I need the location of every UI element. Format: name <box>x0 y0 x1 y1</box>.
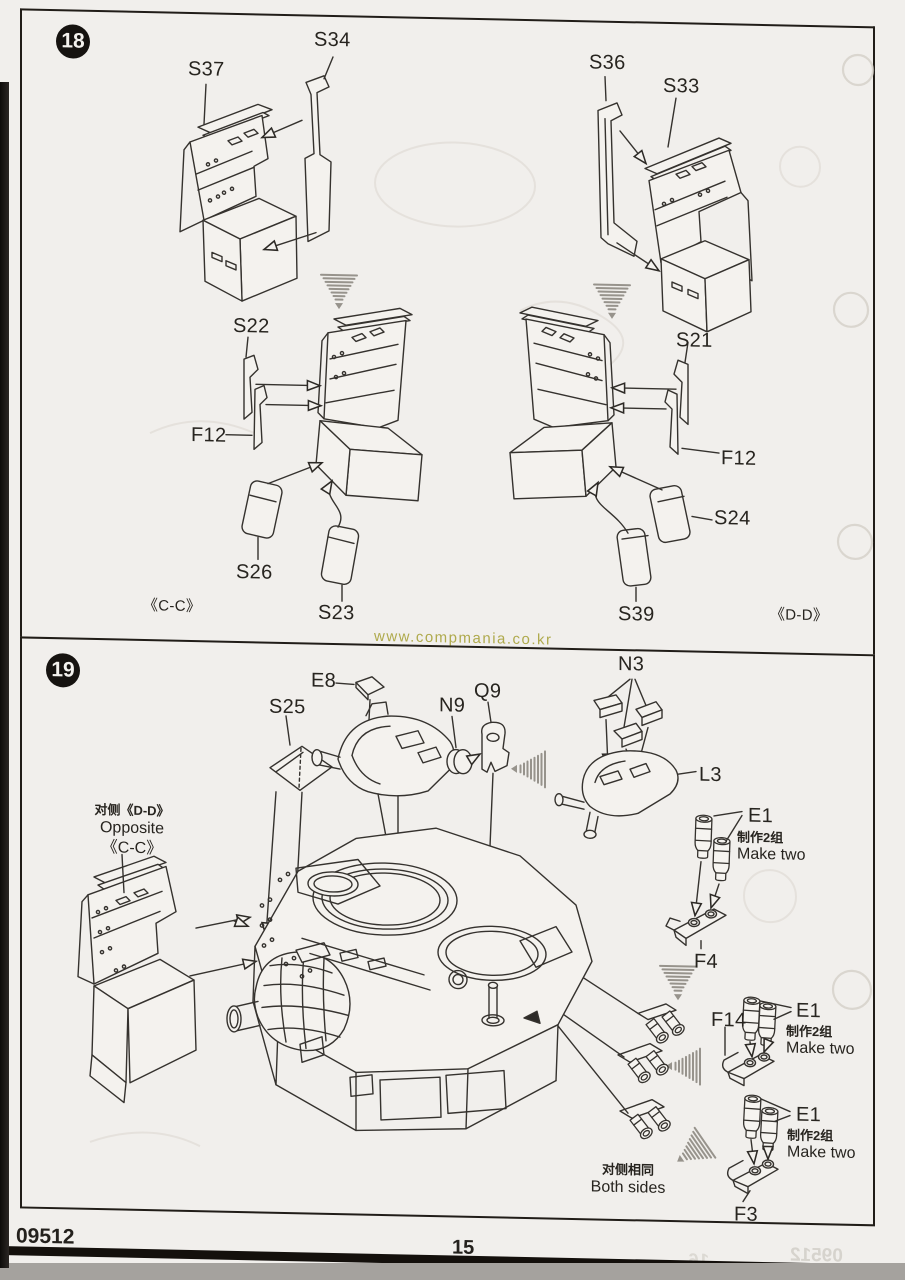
label-s22: S22 <box>233 314 270 338</box>
make-two-note-3: 制作2组 Make two <box>787 1124 855 1162</box>
label-s37: S37 <box>188 57 225 81</box>
make-two-zh: 制作2组 <box>787 1127 834 1144</box>
make-two-en: Make two <box>786 1039 855 1058</box>
scanner-bottom-gap <box>0 1263 905 1280</box>
make-two-zh: 制作2组 <box>786 1023 833 1040</box>
step-19-panel-frame <box>20 636 875 1227</box>
label-f12-right: F12 <box>721 447 757 470</box>
label-q9: Q9 <box>474 679 502 703</box>
make-two-en: Make two <box>787 1143 856 1162</box>
make-two-en: Make two <box>737 845 806 864</box>
label-s24: S24 <box>714 506 751 530</box>
page-number: 15 <box>452 1236 475 1259</box>
label-e1-1: E1 <box>748 804 774 828</box>
step-18-panel-frame <box>20 8 875 655</box>
label-f14: F14 <box>711 1008 747 1032</box>
label-s33: S33 <box>663 74 700 98</box>
label-n9: N9 <box>439 694 466 717</box>
opposite-note: 对侧《D-D》 Opposite 《C-C》 <box>84 802 180 860</box>
label-f12-left: F12 <box>191 424 227 447</box>
label-l3: L3 <box>699 763 722 787</box>
label-f4: F4 <box>694 950 718 974</box>
label-f3: F3 <box>734 1203 758 1226</box>
label-e1-2: E1 <box>796 999 822 1023</box>
both-sides-note: 对侧相同 Both sides <box>578 1161 678 1199</box>
label-e1-3: E1 <box>796 1103 822 1127</box>
opposite-note-line3: 《C-C》 <box>101 839 163 858</box>
step-19-number: 19 <box>46 652 80 688</box>
label-n3: N3 <box>618 652 645 676</box>
kit-number: 09512 <box>16 1224 75 1249</box>
step-18-number: 18 <box>56 24 90 59</box>
section-label-cc: 《C-C》 <box>143 596 202 616</box>
label-s23: S23 <box>318 601 355 625</box>
opposite-note-line2: Opposite <box>99 819 165 838</box>
label-s25: S25 <box>269 695 306 719</box>
opposite-note-line1: 对侧《D-D》 <box>94 801 170 819</box>
make-two-note-1: 制作2组 Make two <box>737 826 805 864</box>
label-s39: S39 <box>618 602 655 626</box>
make-two-zh: 制作2组 <box>737 829 784 846</box>
label-s21: S21 <box>676 329 713 352</box>
section-label-dd: 《D-D》 <box>770 606 829 625</box>
label-s26: S26 <box>236 560 273 584</box>
scanner-edge-strip <box>0 82 9 1268</box>
both-sides-en: Both sides <box>590 1178 666 1198</box>
label-e8: E8 <box>311 669 337 693</box>
label-s36: S36 <box>589 51 626 75</box>
label-s34: S34 <box>314 28 351 52</box>
make-two-note-2: 制作2组 Make two <box>786 1020 854 1058</box>
